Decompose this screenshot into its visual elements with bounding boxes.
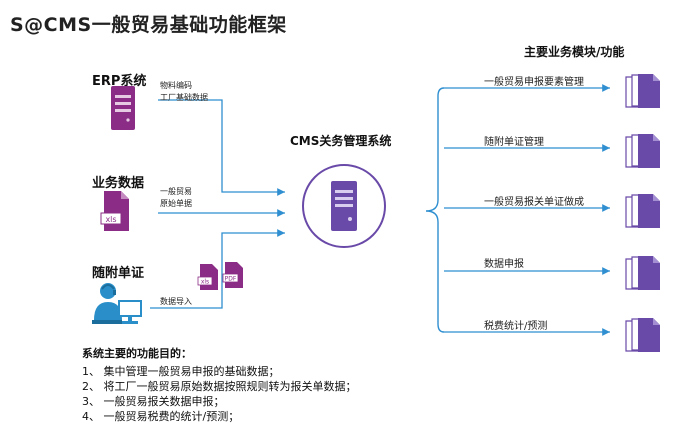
erp-server-icon	[111, 86, 135, 130]
xls-badge: xls	[105, 215, 116, 224]
erp-source-label: ERP系统	[92, 74, 147, 89]
purpose-item: 4、 一般贸易税费的统计/预测；	[82, 410, 240, 423]
document-stack-icon	[625, 133, 661, 169]
erp-note: 物料编码 工厂基础数据	[160, 80, 208, 104]
document-stack-icon	[625, 317, 661, 353]
document-stack-icon	[625, 74, 660, 108]
business-note-line: 一般贸易	[160, 187, 192, 196]
attachment-source-label: 随附单证	[92, 266, 145, 281]
pdf-badge: PDF	[225, 276, 237, 283]
erp-arrow	[158, 99, 285, 196]
document-stack-icon	[625, 255, 661, 291]
business-source-label: 业务数据	[92, 176, 145, 191]
module-label: 数据申报	[484, 259, 524, 270]
person-at-computer-icon	[92, 283, 142, 324]
business-note-line: 原始单据	[160, 199, 192, 208]
purpose-item: 3、 一般贸易报关数据申报；	[82, 395, 225, 408]
purposes-heading: 系统主要的功能目的：	[82, 347, 192, 360]
purposes-block: 系统主要的功能目的： 1、 集中管理一般贸易申报的基础数据； 2、 将工厂一般贸…	[82, 345, 357, 424]
module-label: 一般贸易报关单证做成	[484, 197, 584, 208]
module-label: 随附单证管理	[484, 137, 544, 148]
cms-server-icon	[302, 164, 386, 248]
document-stack-icon	[625, 193, 661, 229]
module-bracket	[425, 87, 445, 333]
attachment-files-icon: xls PDF	[197, 262, 243, 290]
purpose-item: 1、 集中管理一般贸易申报的基础数据；	[82, 365, 280, 378]
erp-note-line: 工厂基础数据	[160, 93, 208, 102]
xls-small-badge: xls	[201, 279, 209, 286]
page-title: S@CMS一般贸易基础功能框架	[10, 14, 287, 36]
module-label: 税费统计/预测	[484, 321, 548, 332]
module-label: 一般贸易申报要素管理	[484, 77, 584, 88]
xls-file-icon: xls	[100, 191, 129, 231]
business-note: 一般贸易 原始单据	[160, 186, 192, 210]
purpose-item: 2、 将工厂一般贸易原始数据按照规则转为报关单数据；	[82, 380, 357, 393]
attachment-note: 数据导入	[160, 297, 192, 306]
erp-note-line: 物料编码	[160, 81, 192, 90]
center-system-label: CMS关务管理系统	[290, 134, 392, 148]
attachment-arrow	[150, 229, 285, 309]
modules-title: 主要业务模块/功能	[524, 45, 625, 59]
